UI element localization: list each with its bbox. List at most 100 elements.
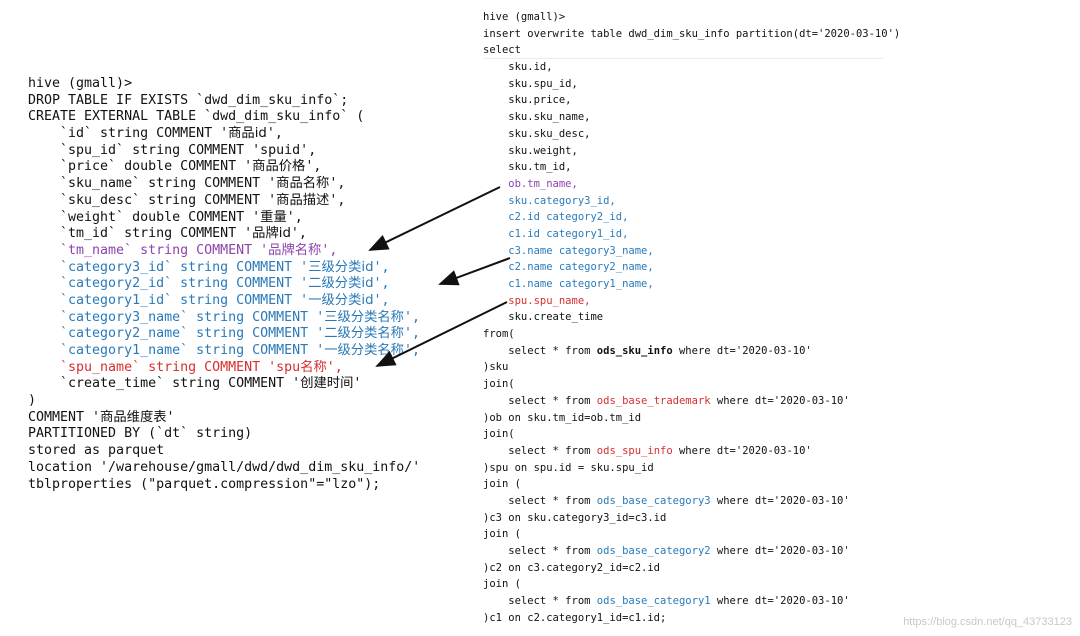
code-token: ', <box>326 359 343 375</box>
code-line: join ( <box>483 576 1073 593</box>
code-line: join( <box>483 376 1073 393</box>
code-token: where dt='2020-03-10' <box>672 344 812 357</box>
code-token: ) <box>28 393 37 409</box>
code-line: c3.name category3_name, <box>483 243 1073 260</box>
code-line: c1.name category1_name, <box>483 276 1073 293</box>
code-token: ods_sku_info <box>596 344 673 357</box>
code-token: 商品维度表 <box>100 409 167 425</box>
code-token: 品牌名称 <box>268 242 322 258</box>
code-line: spu.spu_name, <box>483 293 1073 310</box>
code-token: )c3 on sku.category3_id=c3.id <box>483 511 667 524</box>
code-token: from( <box>483 328 515 341</box>
code-token: ' <box>166 409 175 425</box>
code-token: select * from <box>483 595 597 608</box>
code-token: ' <box>353 376 362 392</box>
code-line: `id` string COMMENT '商品id', <box>28 126 478 143</box>
code-line: )c1 on c2.category1_id=c1.id; <box>483 610 1073 627</box>
code-token: 商品id <box>228 126 267 142</box>
code-line: `spu_name` string COMMENT 'spu名称', <box>28 360 478 377</box>
code-token: hive (gmall)> <box>28 76 133 91</box>
code-token: )c1 on c2.category1_id=c1.id; <box>483 611 667 624</box>
code-token: `tm_name` string COMMENT ' <box>28 242 269 258</box>
code-token: where dt='2020-03-10' <box>710 545 850 557</box>
code-token: `tm_id` string COMMENT ' <box>28 226 253 242</box>
code-token: stored as parquet <box>28 443 165 459</box>
code-token: ', <box>321 242 338 258</box>
code-token: )spu on spu.id = sku.spu_id <box>483 461 654 474</box>
code-token: 二级分类id <box>308 276 374 292</box>
code-line: `tm_id` string COMMENT '品牌id', <box>28 226 478 243</box>
code-token: sku.sku_name, <box>483 111 591 124</box>
code-token: `spu_id` string COMMENT 'spuid', <box>28 142 317 158</box>
code-token: select * from <box>483 344 597 357</box>
faint-divider <box>483 58 883 59</box>
code-token: `category3_id` string COMMENT ' <box>28 259 309 275</box>
code-token: sku.create_time <box>483 311 604 324</box>
code-line: select * from ods_sku_info where dt='202… <box>483 343 1073 360</box>
code-token: c3.name category3_name, <box>483 244 654 257</box>
code-token: DROP TABLE IF EXISTS `dwd_dim_sku_info`; <box>28 92 349 108</box>
code-line: sku.tm_id, <box>483 159 1073 176</box>
code-line: )c2 on c3.category2_id=c2.id <box>483 560 1073 577</box>
code-token: sku.spu_id, <box>483 77 578 90</box>
code-token: ', <box>266 126 283 142</box>
code-token: 商品价格 <box>252 159 306 175</box>
code-token: ods_base_category1 <box>596 595 711 608</box>
code-token: ', <box>305 159 322 175</box>
code-token: 品牌id <box>252 226 291 242</box>
code-token: `sku_name` string COMMENT ' <box>28 176 277 192</box>
code-token: sku.id, <box>483 61 553 74</box>
code-line: location '/warehouse/gmall/dwd/dwd_dim_s… <box>28 460 478 477</box>
code-line: from( <box>483 326 1073 343</box>
code-token: COMMENT ' <box>28 409 101 425</box>
code-token: ', <box>403 326 420 342</box>
code-line: c2.name category2_name, <box>483 259 1073 276</box>
watermark: https://blog.csdn.net/qq_43733123 <box>903 616 1072 628</box>
code-token: ', <box>329 176 346 192</box>
code-line: `category2_id` string COMMENT '二级分类id', <box>28 276 478 293</box>
code-line: sku.spu_id, <box>483 76 1073 93</box>
code-line: COMMENT '商品维度表' <box>28 410 478 427</box>
code-token: 三级分类名称 <box>324 309 404 325</box>
code-token: ods_base_category2 <box>596 545 711 557</box>
code-line: join ( <box>483 476 1073 493</box>
code-line: ob.tm_name, <box>483 176 1073 193</box>
code-line: sku.category3_id, <box>483 193 1073 210</box>
code-token: sku.sku_desc, <box>483 127 591 140</box>
code-token: 商品描述 <box>276 192 330 208</box>
code-token: join( <box>483 378 515 391</box>
code-token: `price` double COMMENT ' <box>28 159 253 175</box>
code-token: select <box>483 44 521 57</box>
code-line: sku.id, <box>483 59 1073 76</box>
code-token: 名称 <box>300 359 327 375</box>
code-token: `sku_desc` string COMMENT ' <box>28 192 277 208</box>
code-token: where dt='2020-03-10' <box>710 394 850 407</box>
code-line: sku.sku_name, <box>483 109 1073 126</box>
code-token: join ( <box>483 528 521 541</box>
code-line: `sku_name` string COMMENT '商品名称', <box>28 176 478 193</box>
code-token: sku.category3_id, <box>483 194 616 207</box>
code-line: sku.create_time <box>483 309 1073 326</box>
code-token: sku.weight, <box>483 144 578 157</box>
code-line: `category2_name` string COMMENT '二级分类名称'… <box>28 326 478 343</box>
code-line: )ob on sku.tm_id=ob.tm_id <box>483 410 1073 427</box>
code-token: )c2 on c3.category2_id=c2.id <box>483 561 661 574</box>
code-line: `category3_name` string COMMENT '三级分类名称'… <box>28 310 478 327</box>
code-token: 重量 <box>260 209 287 225</box>
code-line: hive (gmall)> <box>483 9 1073 26</box>
code-token: `spu_name` string COMMENT 'spu <box>28 359 301 375</box>
code-line: `tm_name` string COMMENT '品牌名称', <box>28 243 478 260</box>
code-line: `sku_desc` string COMMENT '商品描述', <box>28 193 478 210</box>
code-token: ', <box>373 292 390 308</box>
code-token: `category1_name` string COMMENT ' <box>28 343 325 358</box>
code-token: ods_spu_info <box>596 444 673 457</box>
insert-select-code-block: hive (gmall)>insert overwrite table dwd_… <box>483 9 1073 626</box>
code-token: ', <box>290 226 307 242</box>
code-token: hive (gmall)> <box>483 11 566 23</box>
code-line: `price` double COMMENT '商品价格', <box>28 159 478 176</box>
code-token: sku.price, <box>483 94 572 107</box>
code-line: stored as parquet <box>28 443 478 460</box>
code-line: hive (gmall)> <box>28 76 478 93</box>
code-token: 一级分类id <box>308 292 374 308</box>
code-line: `weight` double COMMENT '重量', <box>28 210 478 227</box>
